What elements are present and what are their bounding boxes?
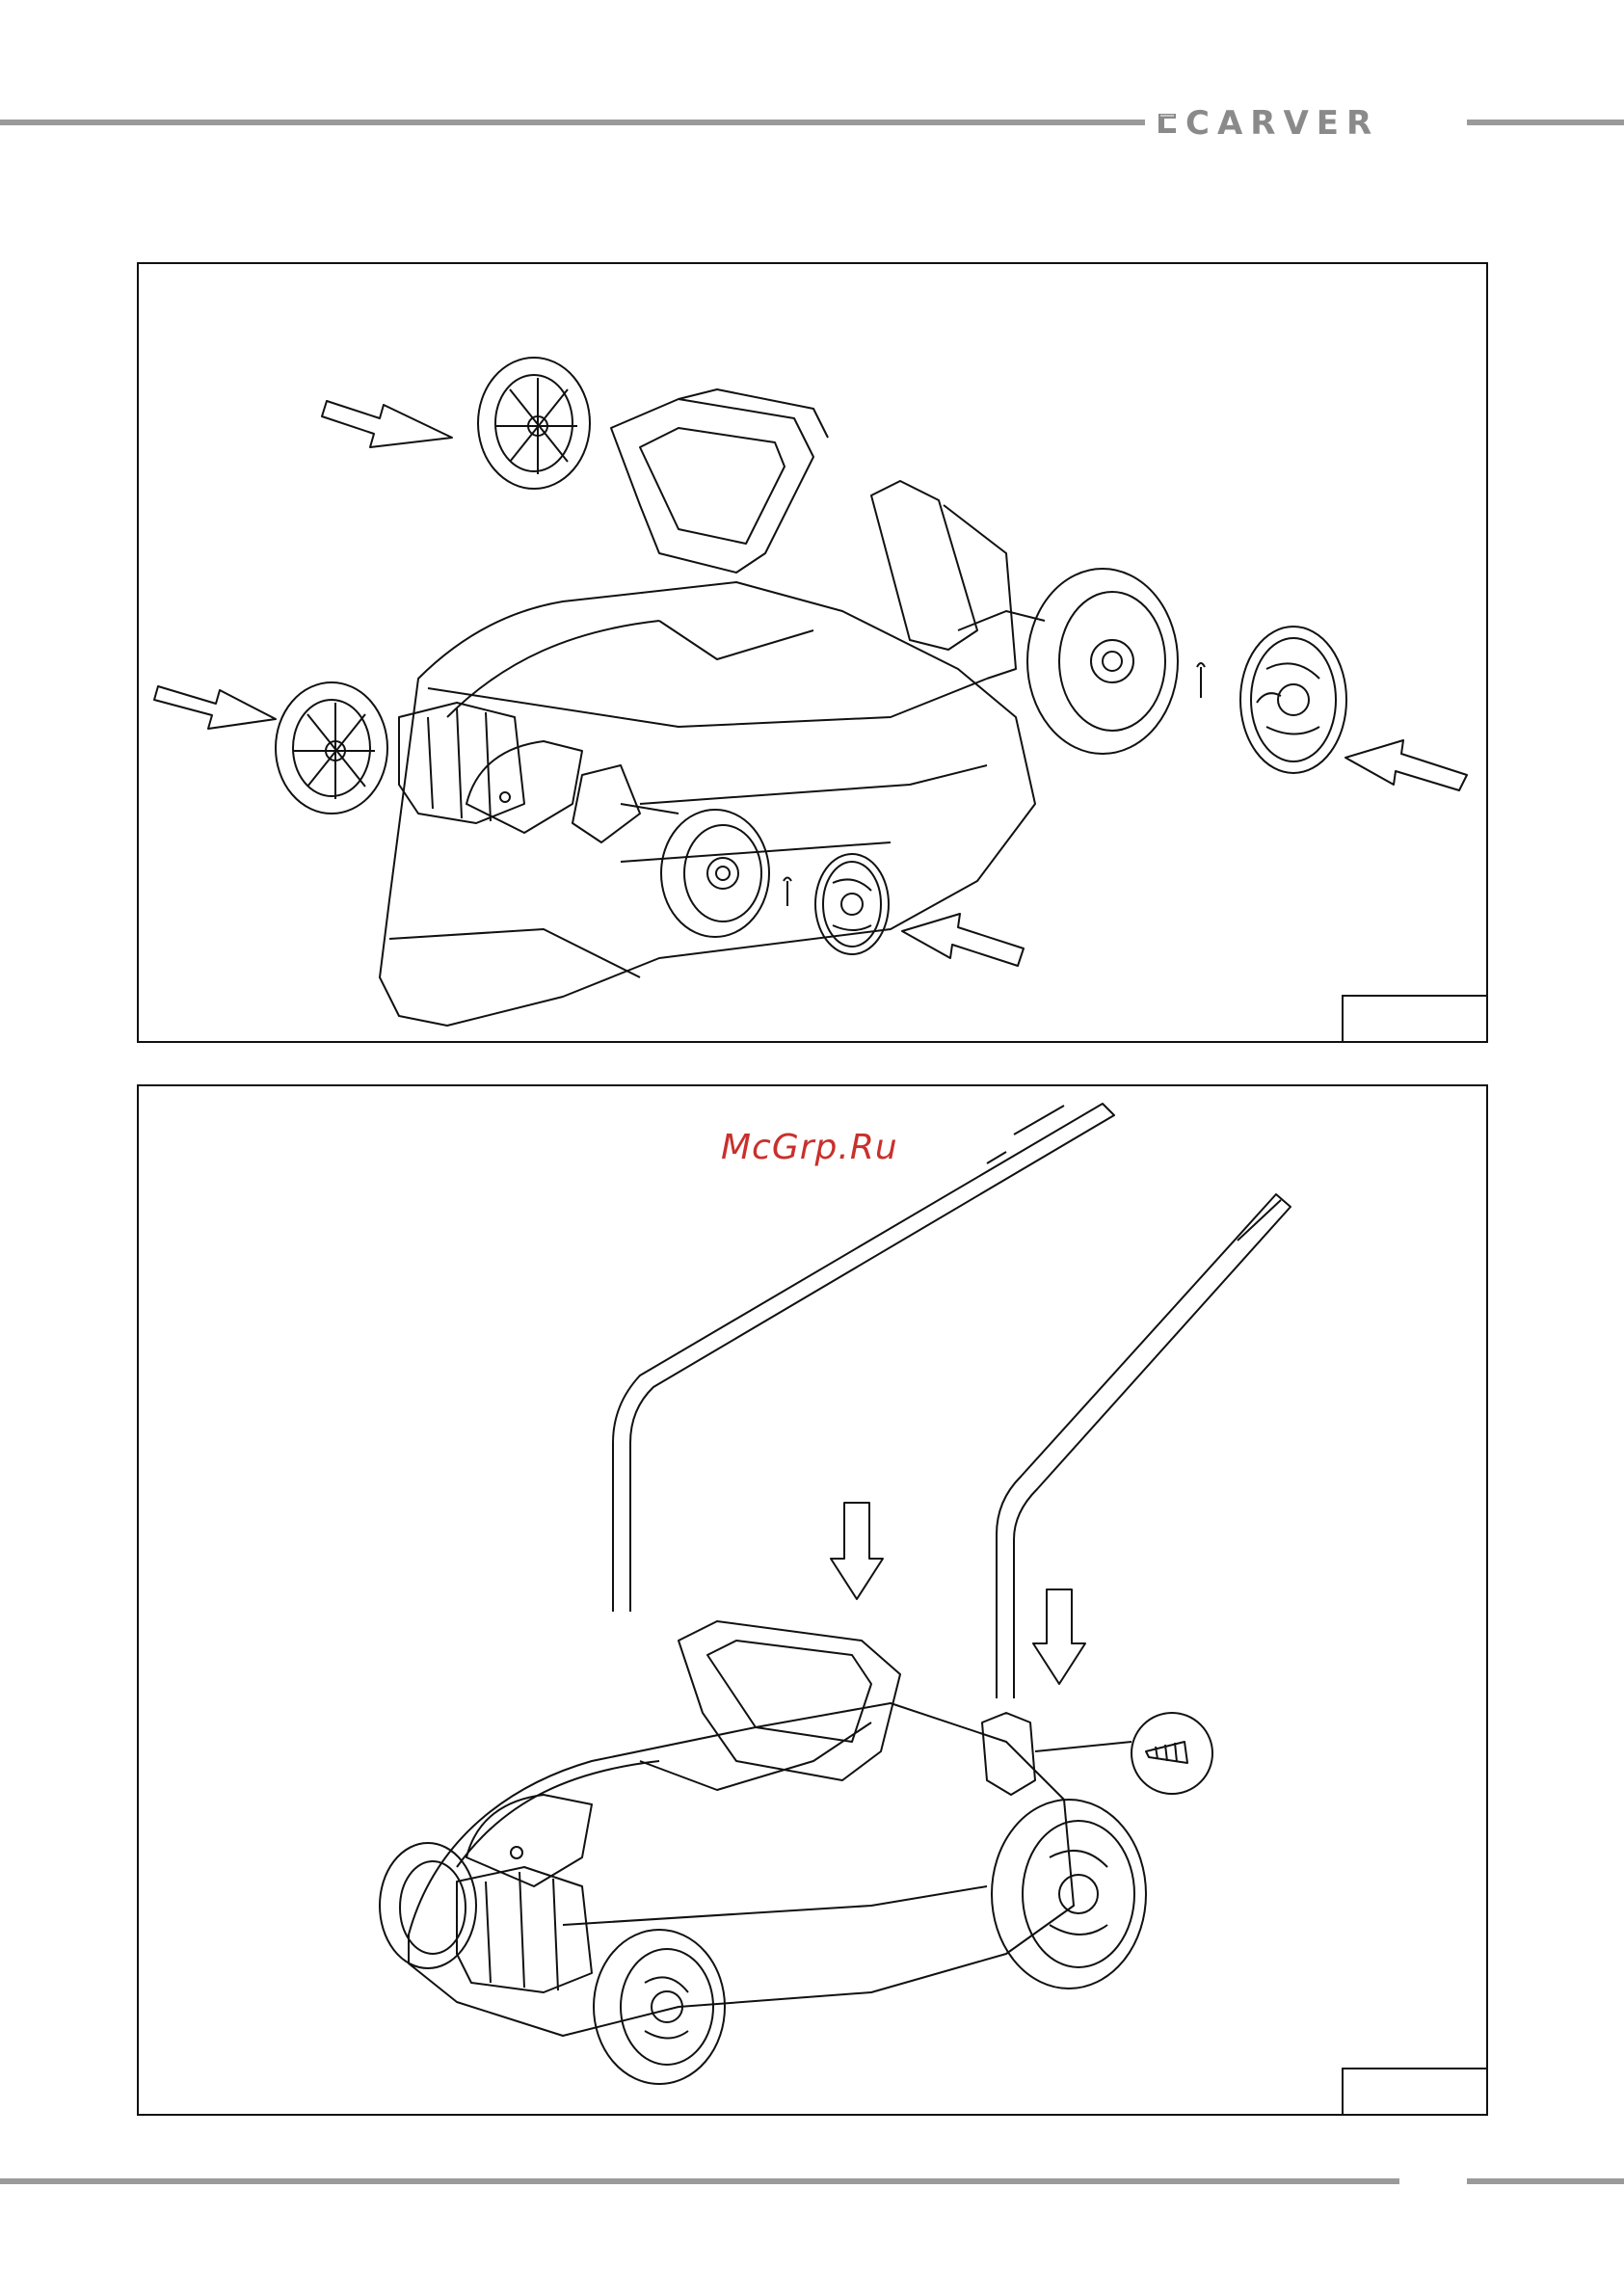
- wheel-icon: [1027, 569, 1178, 754]
- footer-rule-right: [1467, 2178, 1624, 2184]
- watermark-text: McGrp.Ru: [721, 1128, 898, 1167]
- screw-icon: [1131, 1713, 1212, 1794]
- header-rule-right: [1467, 120, 1624, 125]
- header-rule-left: [0, 120, 1145, 125]
- front-bumper: [457, 1867, 592, 1992]
- arrow-icon: [322, 401, 452, 447]
- arrow-icon: [1345, 740, 1467, 790]
- brand-name: CARVER: [1185, 104, 1379, 143]
- rear-brackets: [572, 481, 1045, 842]
- carver-logo-icon: [1157, 112, 1178, 135]
- mower-handle-grip: [679, 1621, 900, 1780]
- figure-label-box: [1342, 2068, 1486, 2114]
- footer-rule-left: [0, 2178, 1399, 2184]
- arrow-icon: [902, 914, 1024, 966]
- wheel-icon: [276, 682, 387, 814]
- cotter-pin-icon: [1197, 663, 1205, 698]
- figure-label-box: [1342, 995, 1486, 1041]
- mower-deck: [409, 1703, 1074, 2036]
- figure-wheels-panel: [137, 262, 1488, 1043]
- brand-logo: CARVER: [1157, 104, 1379, 143]
- hubcap-icon: [815, 854, 889, 954]
- mower-deck: [380, 582, 1035, 1026]
- front-bumper: [399, 703, 524, 823]
- wheel-icon: [661, 810, 769, 937]
- mower-handle-grip: [611, 389, 828, 573]
- arrow-icon: [154, 686, 276, 729]
- wheel-icon: [992, 1800, 1146, 1989]
- handle-tube-right: [997, 1194, 1291, 1698]
- handle-tube-left: [613, 1104, 1114, 1612]
- handle-knob: [982, 1713, 1131, 1795]
- cotter-pin-icon: [784, 878, 791, 907]
- wheel-icon: [380, 1843, 476, 1968]
- wheel-icon: [594, 1930, 725, 2084]
- wheel-icon: [478, 358, 590, 489]
- arrow-icon: [1033, 1589, 1085, 1684]
- arrow-icon: [831, 1503, 883, 1599]
- figure-handle-panel: [137, 1084, 1488, 2116]
- hubcap-icon: [1240, 627, 1346, 773]
